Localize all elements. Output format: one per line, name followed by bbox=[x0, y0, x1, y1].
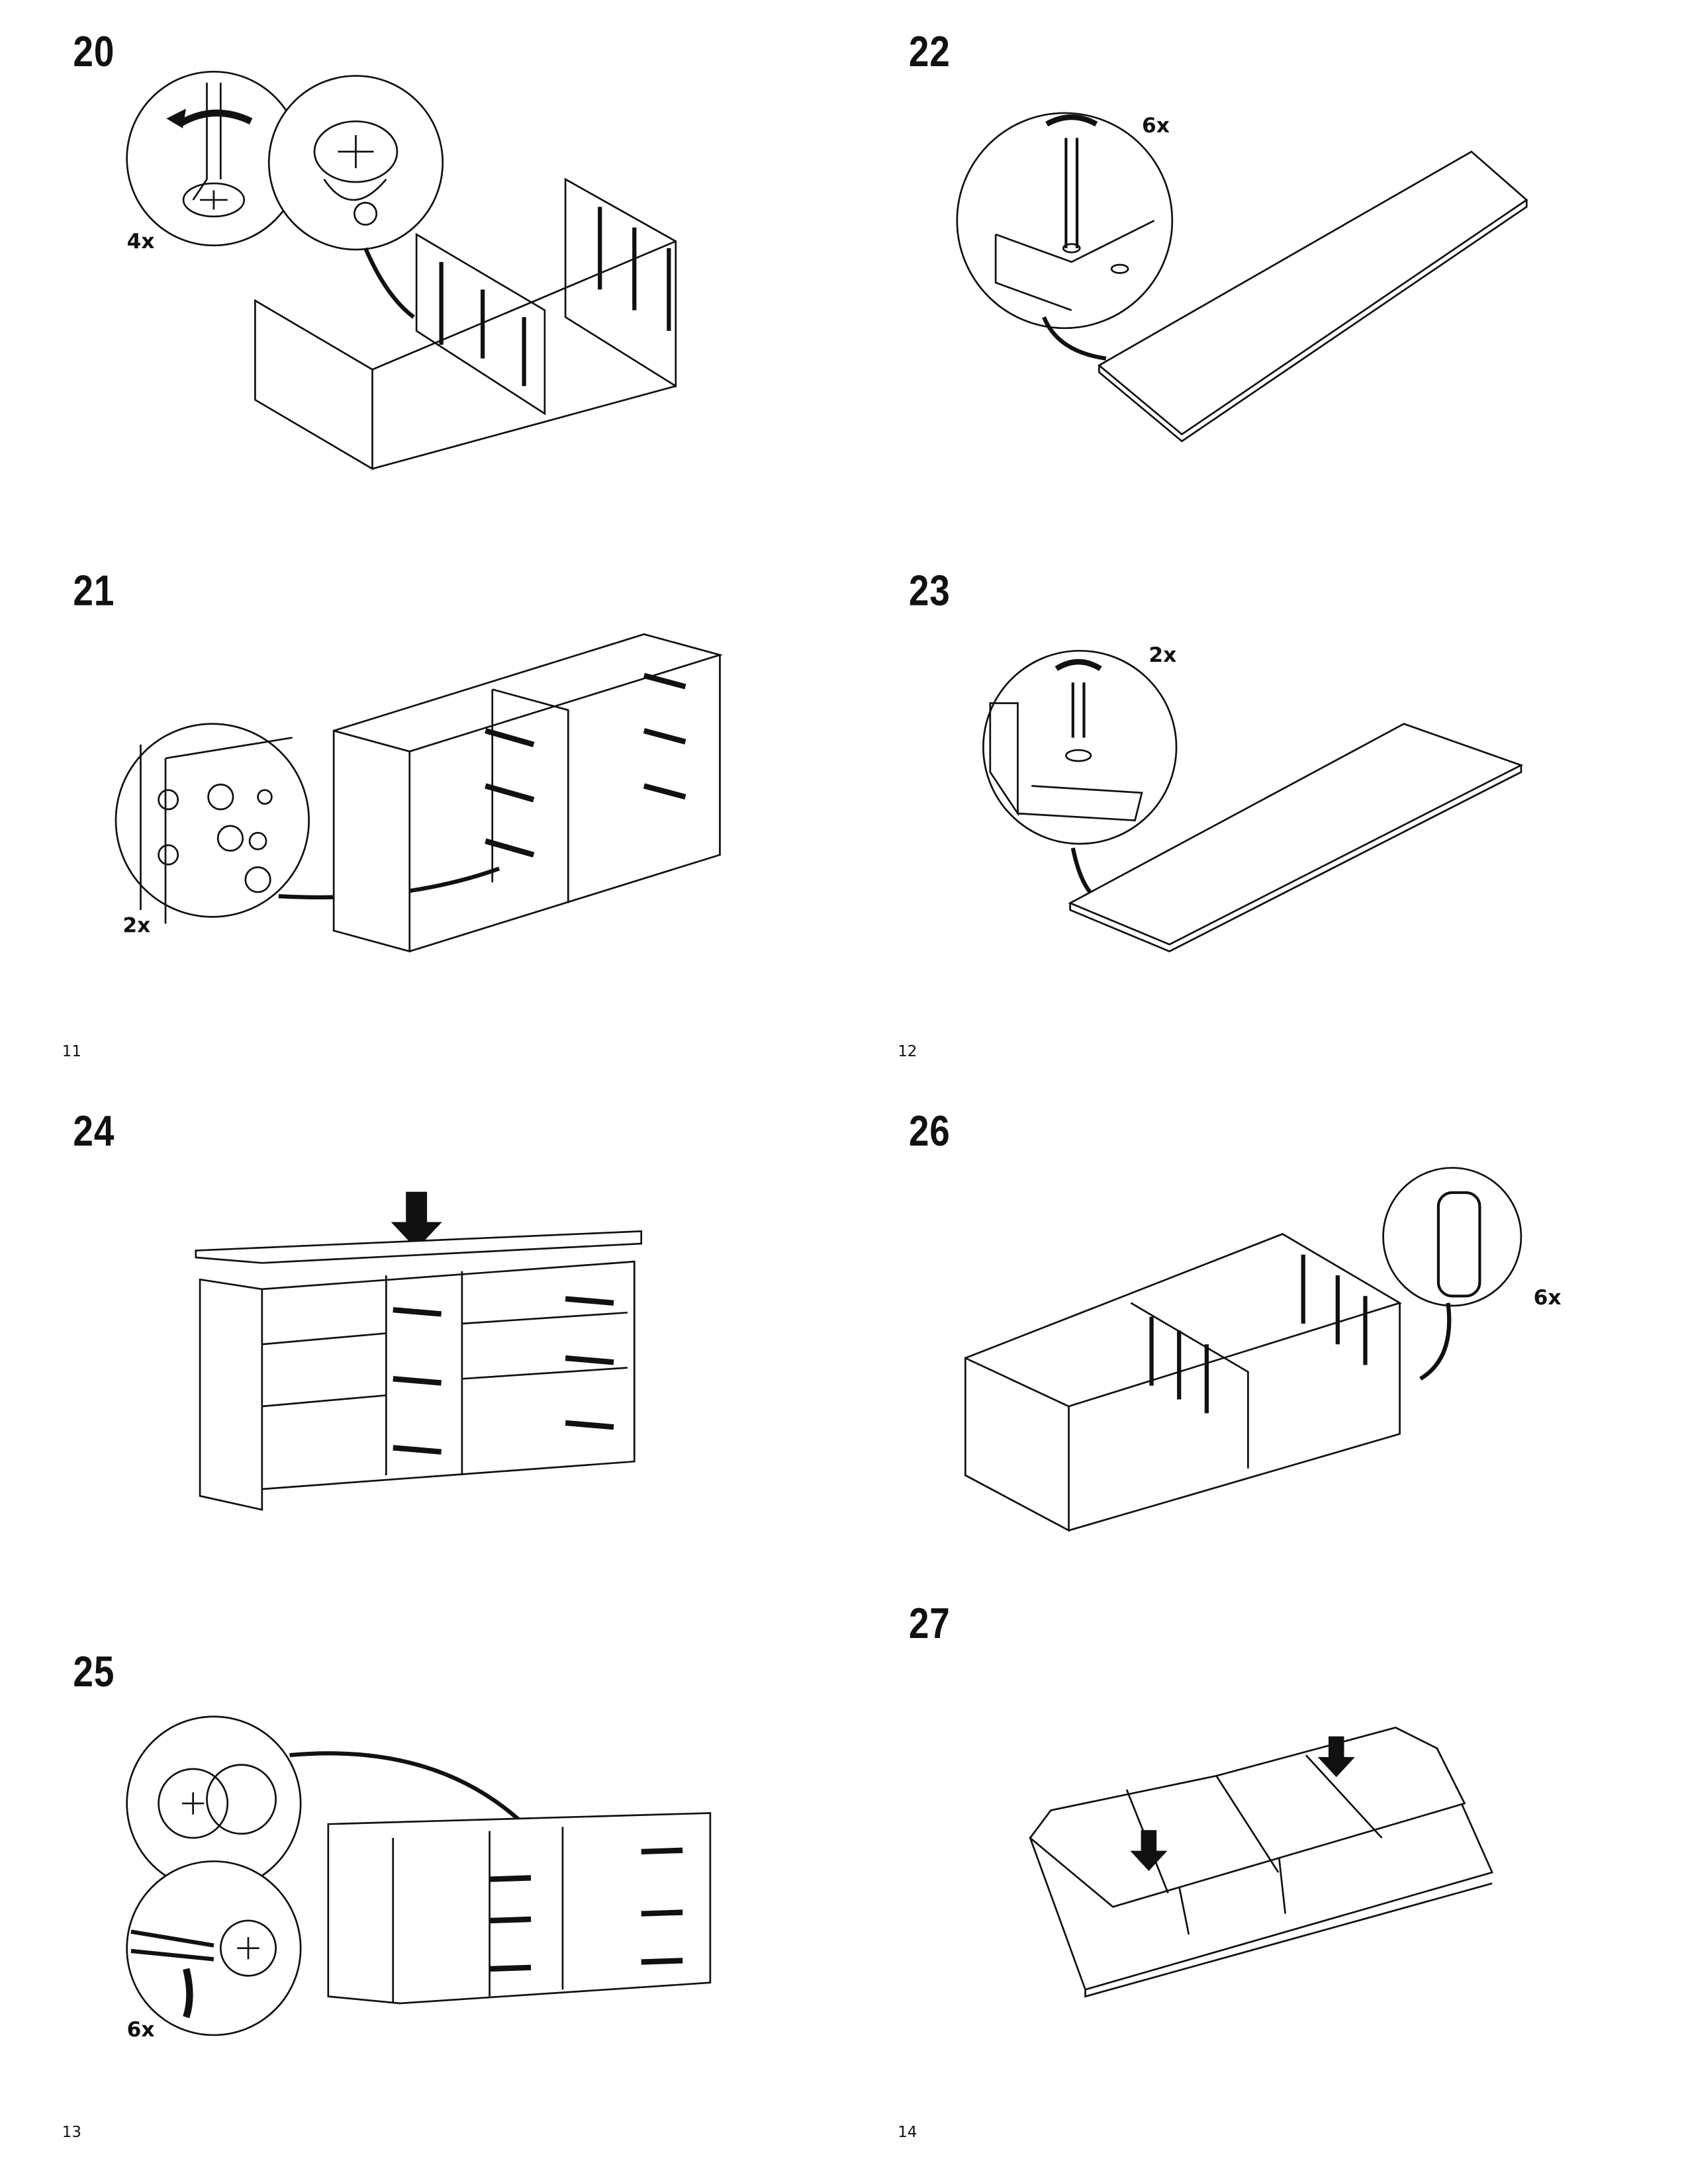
step-number-27: 27 bbox=[908, 1599, 951, 1648]
step-21-quantity: 2x bbox=[122, 913, 151, 938]
page-number: 11 bbox=[62, 1042, 81, 1061]
step-number-21: 21 bbox=[73, 567, 115, 615]
step-number-25: 25 bbox=[73, 1647, 115, 1696]
step-25-illustration bbox=[124, 1714, 717, 2045]
step-20-illustration bbox=[124, 69, 758, 482]
step-21-illustration bbox=[113, 634, 733, 965]
page-number: 12 bbox=[898, 1042, 917, 1061]
step-26-quantity: 6x bbox=[1533, 1285, 1562, 1310]
step-26-illustration bbox=[959, 1165, 1538, 1544]
step-24-illustration bbox=[193, 1186, 648, 1503]
step-20-quantity: 4x bbox=[126, 228, 155, 254]
step-22-illustration bbox=[961, 111, 1595, 441]
page-number: 14 bbox=[898, 2123, 917, 2142]
step-23-quantity: 2x bbox=[1149, 642, 1177, 668]
step-25-quantity: 6x bbox=[126, 2017, 155, 2042]
step-number-26: 26 bbox=[908, 1107, 951, 1156]
step-number-24: 24 bbox=[73, 1107, 115, 1156]
step-number-20: 20 bbox=[73, 27, 115, 76]
step-27-illustration bbox=[1023, 1721, 1499, 2003]
page-number: 13 bbox=[62, 2123, 81, 2142]
step-number-23: 23 bbox=[908, 567, 951, 615]
step-23-illustration bbox=[976, 648, 1556, 965]
step-22-quantity: 6x bbox=[1141, 113, 1170, 138]
step-number-22: 22 bbox=[908, 27, 951, 76]
